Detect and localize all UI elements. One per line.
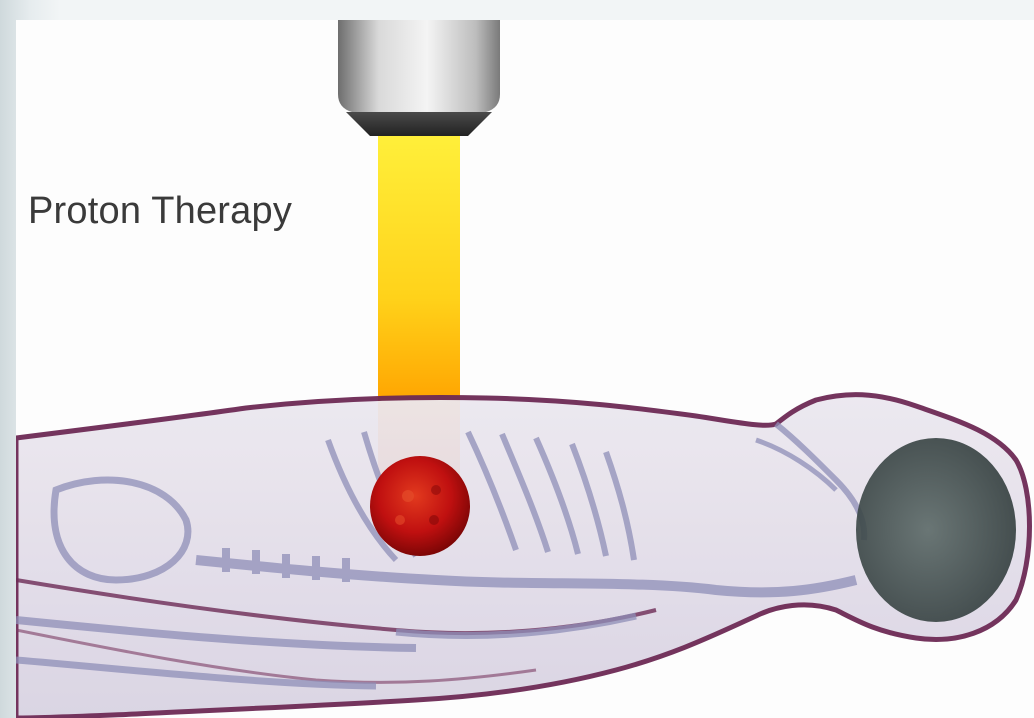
proton-therapy-illustration: [16, 20, 1034, 718]
tumor: [370, 456, 470, 556]
illustration-canvas: Proton Therapy: [16, 20, 1034, 718]
nozzle-icon: [338, 20, 500, 136]
illustration-title: Proton Therapy: [28, 190, 292, 233]
brain: [856, 438, 1016, 622]
